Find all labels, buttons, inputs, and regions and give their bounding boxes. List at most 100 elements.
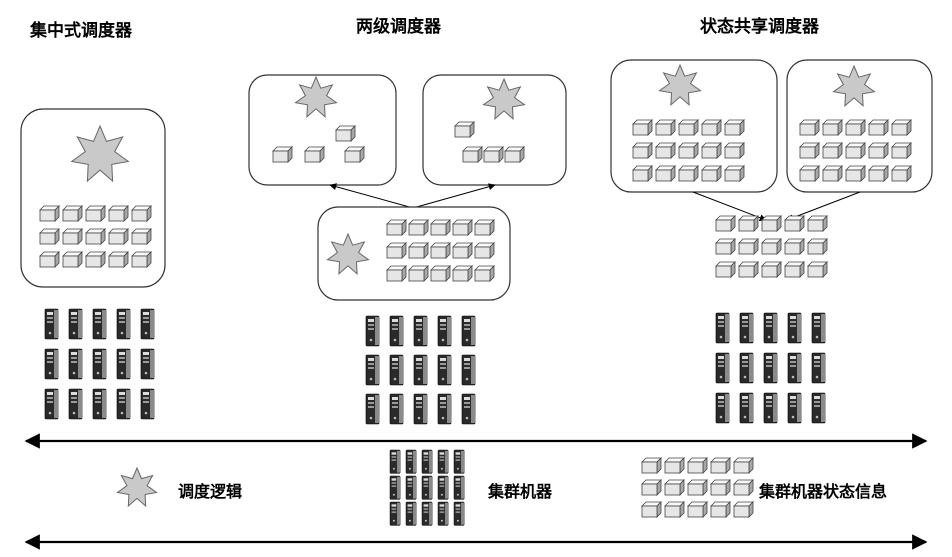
state-block-icon (822, 142, 843, 159)
state-block-icon (39, 205, 60, 222)
state-block-icon (724, 142, 745, 159)
state-block-icon (408, 265, 429, 282)
state-block-icon (868, 142, 889, 159)
state-block-icon (784, 238, 805, 255)
state-block-icon (452, 242, 473, 259)
server-tower-icon (437, 393, 452, 425)
state-block-icon (687, 479, 708, 496)
server-tower-icon (68, 388, 83, 420)
state-block-icon (715, 215, 736, 232)
state-block-icon (452, 219, 473, 236)
state-block-icon (710, 501, 731, 518)
server-tower-icon (421, 501, 433, 526)
state-block-icon (738, 215, 759, 232)
scheduling-logic-star-icon (70, 124, 130, 183)
state-block-icon (430, 265, 451, 282)
state-block-icon (761, 261, 782, 278)
state-block-icon (807, 261, 828, 278)
state-block-icon (386, 219, 407, 236)
star-icon (658, 63, 702, 107)
server-grid (44, 308, 155, 420)
state-block-icon (664, 479, 685, 496)
state-block-icon (452, 265, 473, 282)
legend-state-label: 集群机器状态信息 (759, 482, 888, 501)
state-block-icon (807, 215, 828, 232)
state-block-icon (678, 119, 699, 136)
state-block-icon (430, 242, 451, 259)
state-block-icon (687, 501, 708, 518)
state-block-icon (891, 142, 912, 159)
server-tower-icon (811, 392, 826, 424)
server-tower-icon (116, 308, 131, 340)
server-tower-icon (763, 352, 778, 384)
state-block-icon (687, 457, 708, 474)
server-tower-icon (389, 315, 404, 347)
server-tower-icon (116, 348, 131, 380)
state-block-grid (386, 219, 495, 282)
server-tower-icon (68, 348, 83, 380)
legend-state-block-grid (641, 457, 754, 518)
title-shared-state: 状态共享调度器 (700, 17, 819, 37)
arrow-right-to-state (786, 191, 861, 222)
centralized-scheduler (20, 108, 166, 420)
state-block-icon (474, 242, 495, 259)
state-block-icon (724, 119, 745, 136)
server-tower-icon (44, 308, 59, 340)
state-block-icon (655, 119, 676, 136)
state-block-icon (710, 479, 731, 496)
legend-machines-label: 集群机器 (488, 482, 553, 501)
server-tower-icon (461, 315, 476, 347)
state-block-icon (664, 457, 685, 474)
state-block-icon (784, 215, 805, 232)
server-tower-icon (92, 388, 107, 420)
state-block-icon (131, 205, 152, 222)
server-tower-icon (44, 388, 59, 420)
server-tower-icon (787, 352, 802, 384)
star-icon (326, 232, 370, 276)
server-tower-icon (811, 352, 826, 384)
server-tower-icon (405, 475, 417, 500)
state-block-icon (845, 165, 866, 182)
state-block-icon (641, 457, 662, 474)
server-tower-icon (437, 449, 449, 474)
server-tower-icon (405, 501, 417, 526)
state-block-icon (710, 457, 731, 474)
server-tower-icon (739, 312, 754, 344)
state-block-icon (386, 242, 407, 259)
state-block-icon (474, 219, 495, 236)
server-tower-icon (437, 475, 449, 500)
server-tower-icon (739, 392, 754, 424)
server-tower-icon (787, 392, 802, 424)
server-tower-icon (811, 312, 826, 344)
state-block-icon (715, 261, 736, 278)
server-tower-icon (413, 354, 428, 386)
server-tower-icon (739, 352, 754, 384)
server-tower-icon (389, 354, 404, 386)
server-tower-icon (92, 348, 107, 380)
server-tower-icon (715, 352, 730, 384)
state-block-icon (386, 265, 407, 282)
server-tower-icon (413, 393, 428, 425)
legend (116, 449, 754, 526)
server-tower-icon (140, 348, 155, 380)
state-block-icon (799, 165, 820, 182)
state-block-icon (62, 228, 83, 245)
state-block-icon (85, 205, 106, 222)
server-tower-icon (453, 449, 465, 474)
state-block-icon (641, 501, 662, 518)
state-block-icon (39, 228, 60, 245)
state-block-icon (664, 501, 685, 518)
title-two-level: 两级调度器 (356, 17, 441, 37)
server-tower-icon (92, 308, 107, 340)
server-tower-icon (715, 392, 730, 424)
state-block-icon (85, 251, 106, 268)
state-block-icon (474, 265, 495, 282)
state-block-icon (408, 242, 429, 259)
arrow-left-to-state (692, 191, 767, 222)
state-block-icon (868, 119, 889, 136)
state-block-icon (108, 251, 129, 268)
star-icon (70, 124, 130, 183)
server-tower-icon (421, 449, 433, 474)
